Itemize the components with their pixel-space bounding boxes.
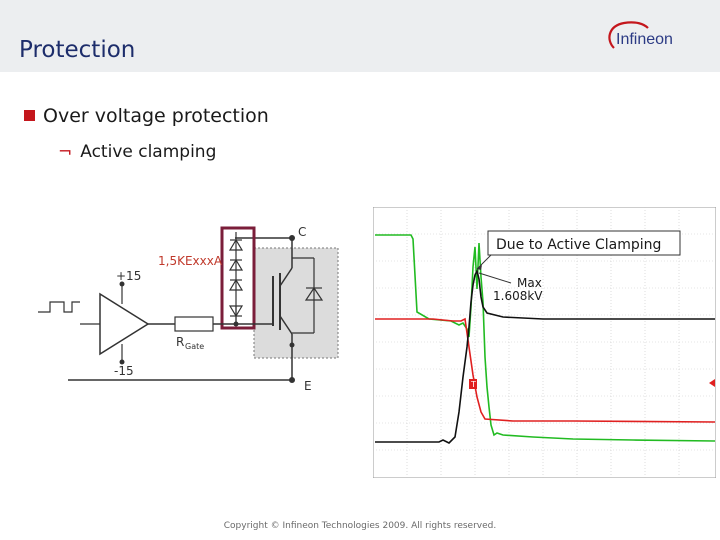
trace-black	[375, 268, 715, 444]
annotation-box	[487, 230, 681, 256]
bullet-dash-icon: ¬	[58, 142, 73, 162]
header-bar	[0, 0, 720, 72]
gate-driver-amplifier	[99, 292, 150, 356]
label-plus15: +15	[116, 269, 141, 283]
bullet-level1-text: Over voltage protection	[43, 105, 269, 127]
bullet-over-voltage: Over voltage protection	[24, 105, 269, 127]
infineon-logo: Infineon	[608, 21, 673, 49]
max-value: 1.608kV	[493, 289, 543, 303]
gate-resistor	[174, 316, 214, 332]
annotation-text: Due to Active Clamping	[496, 237, 661, 253]
bullet-active-clamping: ¬ Active clamping	[58, 142, 216, 162]
tvs-diode-icon	[228, 238, 244, 251]
freewheel-diode-icon	[304, 286, 324, 301]
bullet-level2-text: Active clamping	[80, 142, 217, 162]
label-c: C	[298, 225, 306, 239]
tvs-clamp-box	[220, 226, 256, 330]
bullet-square-icon	[24, 110, 35, 121]
tvs-diode-icon	[228, 258, 244, 271]
label-rgate-subscript: Gate	[185, 342, 204, 351]
label-e: E	[304, 379, 312, 393]
trigger-marker-label: T	[470, 380, 476, 389]
input-pulse-icon	[38, 301, 80, 313]
max-label: Max	[517, 276, 542, 290]
level-arrow-icon	[709, 379, 715, 387]
copyright-footer: Copyright © Infineon Technologies 2009. …	[223, 521, 497, 531]
igbt-module-box	[253, 247, 339, 359]
trace-red	[375, 317, 716, 423]
label-r: R	[176, 335, 184, 349]
label-tvs: 1,5KExxxA	[158, 254, 223, 268]
trigger-marker	[469, 379, 477, 389]
clamping-circuit-diagram: C E 1,5KExxxA R Gate +15 -15	[38, 225, 339, 393]
label-minus15: -15	[114, 364, 134, 378]
logo-text: Infineon	[616, 31, 673, 48]
tvs-diode-icon	[228, 278, 244, 291]
slide-title: Protection	[19, 37, 136, 63]
oscilloscope-capture: T Due to Active Clamping Max 1.608kV	[373, 207, 716, 478]
